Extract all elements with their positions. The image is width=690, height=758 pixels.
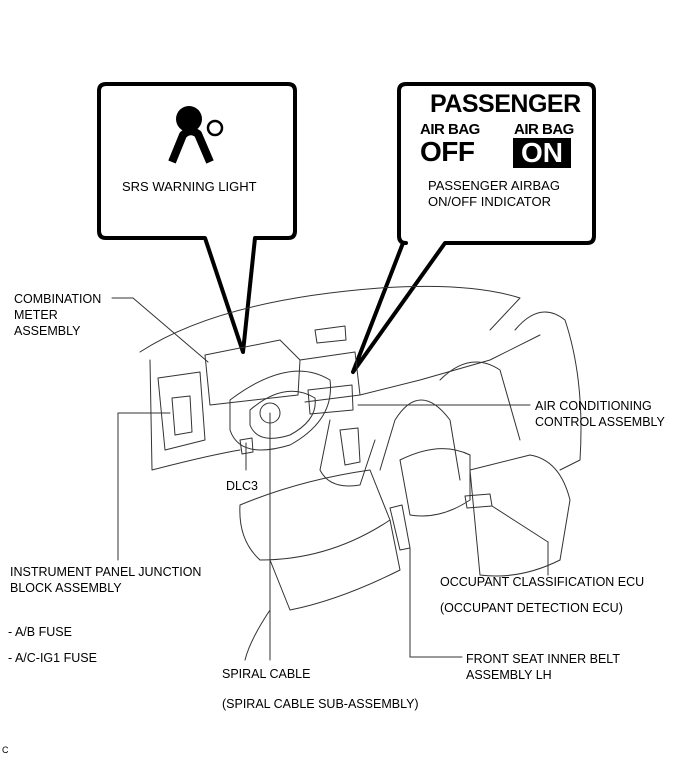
center-console <box>319 419 376 487</box>
airbag-deployed-icon <box>206 119 224 137</box>
occupant-ecu-module <box>464 493 493 509</box>
passenger-title: PASSENGER <box>430 90 581 118</box>
acig1-fuse-label: - A/C-IG1 FUSE <box>8 651 97 665</box>
junction-block-label: INSTRUMENT PANEL JUNCTION BLOCK ASSEMBLY <box>10 565 202 595</box>
gear-shifter <box>339 427 361 466</box>
junction-block-body <box>171 395 193 436</box>
figure-code: C <box>2 745 9 755</box>
driver-seat-back <box>379 399 461 481</box>
passenger-seat-back <box>514 311 582 471</box>
spiral-cable-label: SPIRAL CABLE <box>222 667 311 681</box>
leader-combination-meter-2 <box>132 297 209 363</box>
airbag-on-top: AIR BAG <box>514 121 574 138</box>
driver-seat-base <box>269 519 401 611</box>
dlc3-connector <box>239 437 254 455</box>
seat-belt-buckle <box>389 504 411 551</box>
air-conditioning-label: AIR CONDITIONING CONTROL ASSEMBLY <box>535 399 665 429</box>
combination-meter-label: COMBINATION METER ASSEMBLY <box>14 292 102 338</box>
leader-occupant-ecu-2 <box>491 505 549 543</box>
driver-seat-cushion <box>239 469 391 561</box>
passenger-indicator-label-1: PASSENGER AIRBAG <box>428 178 560 193</box>
airbag-on-indicator: ON <box>513 138 571 168</box>
center-vent <box>314 325 347 344</box>
airbag-off-top: AIR BAG <box>420 121 480 138</box>
occupant-ecu-label: OCCUPANT CLASSIFICATION ECU <box>440 575 645 589</box>
dlc3-label: DLC3 <box>226 479 258 493</box>
steering-wheel-inner <box>249 390 316 439</box>
spiral-cable-hub <box>259 402 281 424</box>
center-armrest <box>399 448 471 517</box>
combination-meter <box>204 339 301 406</box>
steering-wheel-outer <box>229 370 331 451</box>
dashboard-left-panel <box>149 359 241 471</box>
seat-belt-label: FRONT SEAT INNER BELT ASSEMBLY LH <box>466 652 620 682</box>
srs-warning-light-label: SRS WARNING LIGHT <box>122 179 257 194</box>
airbag-off-indicator: OFF <box>420 136 475 167</box>
junction-block-housing <box>157 371 206 451</box>
passenger-callout-box <box>351 82 596 374</box>
dashboard-right <box>359 334 541 396</box>
center-stack <box>299 351 361 403</box>
passenger-seat-cushion <box>469 454 571 577</box>
spiral-sub-label: (SPIRAL CABLE SUB-ASSEMBLY) <box>222 697 419 711</box>
airbag-person-icon <box>168 106 224 164</box>
airbag-person-head-icon <box>176 106 202 132</box>
srs-callout-box <box>97 82 297 354</box>
dashboard-top <box>139 285 521 353</box>
passenger-indicator-label-2: ON/OFF INDICATOR <box>428 194 552 209</box>
floor-edge <box>244 609 271 661</box>
passenger-headrest-side <box>439 361 521 441</box>
occupant-detection-label: (OCCUPANT DETECTION ECU) <box>440 601 623 615</box>
air-conditioning-panel <box>307 384 354 415</box>
ab-fuse-label: - A/B FUSE <box>8 625 72 639</box>
